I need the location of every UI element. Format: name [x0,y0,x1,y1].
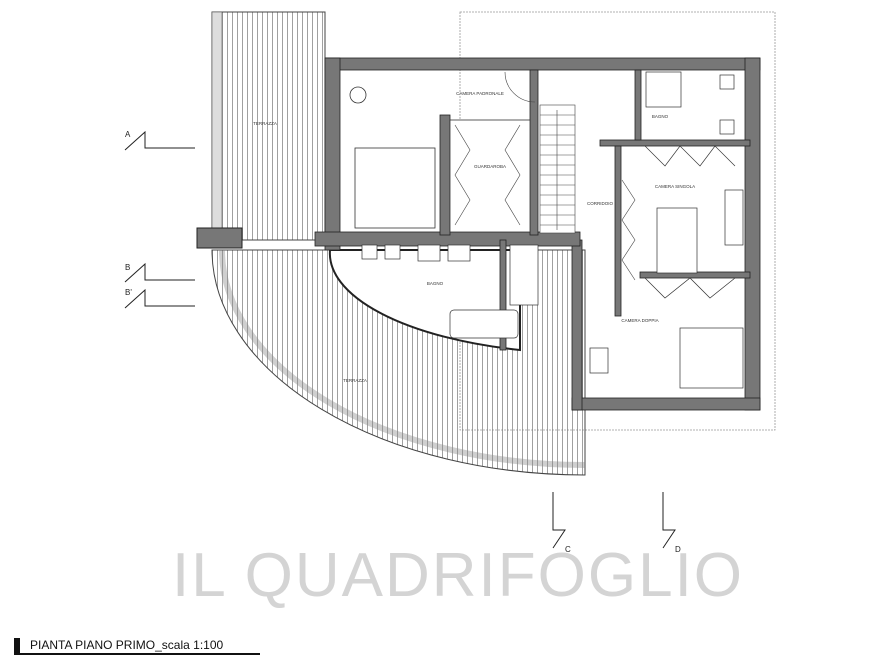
room-label: CAMERA SINGOLA [655,184,695,189]
svg-text:C: C [565,545,571,554]
master-bedroom: CAMERA PADRONALE [349,71,536,229]
section-marker-b-prime: B' [124,288,195,309]
section-marker-b: B [124,262,195,283]
room-label: BAGNO [427,281,444,286]
main-bathroom: BAGNO [361,244,539,339]
section-marker-c: C [552,492,571,554]
room-label: CAMERA DOPPIA [621,318,658,323]
svg-text:A: A [125,130,131,139]
small-bathroom: BAGNO [645,71,735,135]
section-marker-a: A [124,130,195,151]
drawing-title: PIANTA PIANO PRIMO_scala 1:100 [14,638,260,655]
svg-text:B: B [125,263,130,272]
svg-text:D: D [675,545,681,554]
terrace-north: TERRAZZA [211,11,326,241]
room-label: TERRAZZA [343,378,367,383]
walk-in-closet: GUARDAROBA [449,119,531,233]
walls [314,57,761,411]
room-label: BAGNO [652,114,669,119]
wall-stub [196,227,243,249]
corridor: CORRIDOIO [587,179,636,281]
room-label: CORRIDOIO [587,201,614,206]
room-label: TERRAZZA [253,121,277,126]
section-marker-d: D [662,492,681,554]
svg-text:B': B' [125,288,132,297]
watermark: IL QUADRIFOGLIO [172,541,745,610]
staircase [539,104,576,234]
single-bedroom: CAMERA SINGOLA [644,145,744,274]
room-label: GUARDAROBA [474,164,506,169]
room-label: CAMERA PADRONALE [456,91,504,96]
double-bedroom: CAMERA DOPPIA [589,277,744,389]
